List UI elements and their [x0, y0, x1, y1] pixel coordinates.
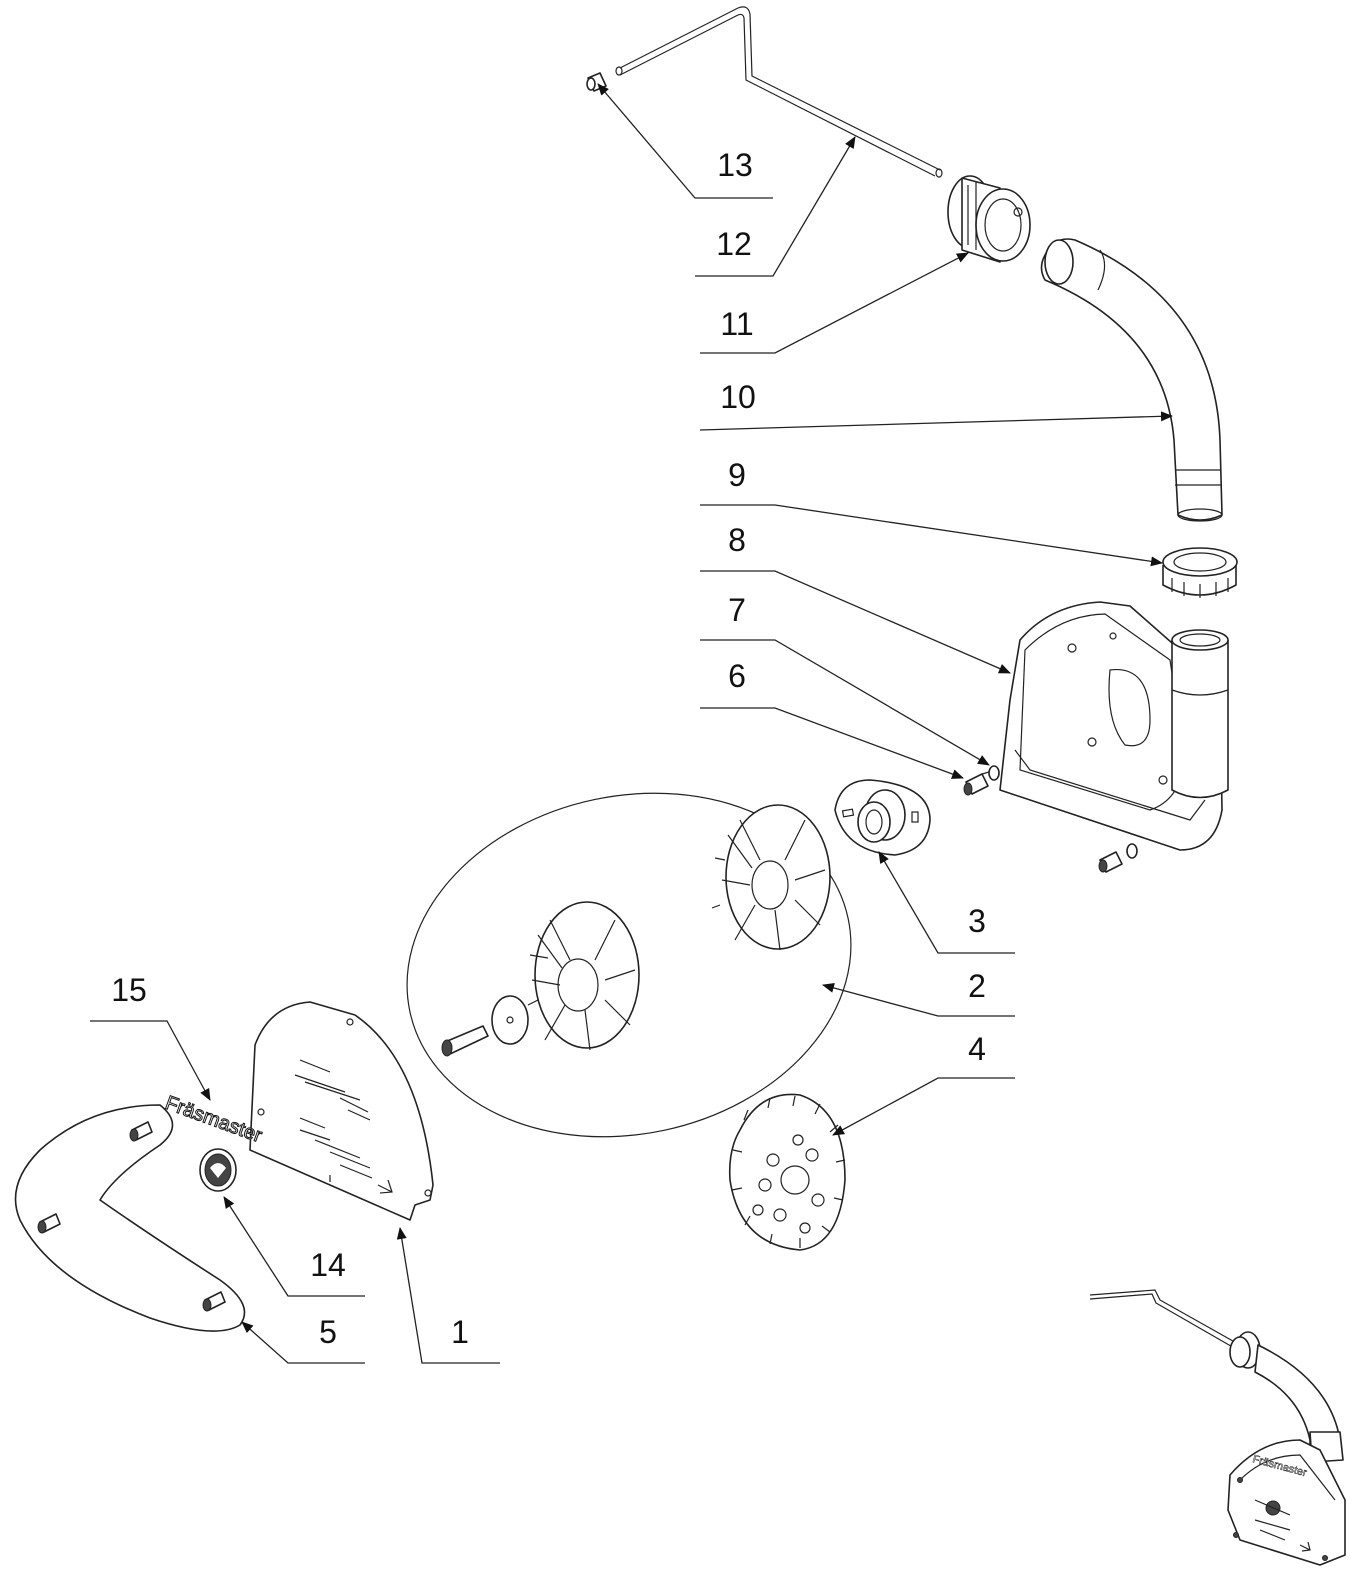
label-5: 5 — [319, 1314, 337, 1350]
label-13: 13 — [717, 147, 753, 183]
part-4-cutting-disc — [728, 1093, 846, 1251]
part-2-group — [406, 792, 852, 1138]
part-5-screw-left — [37, 1213, 61, 1234]
label-15: 15 — [111, 972, 147, 1008]
part-13-pin — [586, 72, 607, 92]
part-5-screw-top — [129, 1121, 153, 1142]
part-2-fan-upper — [711, 804, 831, 951]
part-8-housing — [999, 601, 1229, 851]
assembled-view-thumbnail: Fräsmaster — [1089, 1289, 1346, 1566]
label-4: 4 — [968, 1031, 986, 1067]
part-7-washer — [988, 765, 1000, 781]
label-7: 7 — [728, 592, 746, 628]
part-2-fan-lower — [527, 901, 640, 1051]
label-12: 12 — [716, 226, 752, 262]
label-2: 2 — [968, 968, 986, 1004]
part-14-badge — [199, 1148, 237, 1192]
label-6: 6 — [728, 658, 746, 694]
part-11-adapter — [947, 175, 1031, 263]
label-10: 10 — [720, 379, 756, 415]
extra-screw-and-washer — [1098, 843, 1138, 873]
part-9-nut — [1162, 547, 1238, 598]
part-15-brand-lettering: Fräsmaster — [162, 1092, 266, 1148]
label-11: 11 — [720, 306, 753, 342]
part-5-front-cover — [14, 1104, 246, 1332]
part-2-screw — [441, 1025, 489, 1057]
part-3-flange — [834, 779, 931, 856]
part-5-screw-bottom — [202, 1291, 226, 1312]
part-2-washer — [491, 995, 529, 1045]
label-9: 9 — [728, 457, 746, 493]
svg-text:Fräsmaster: Fräsmaster — [162, 1092, 265, 1147]
label-8: 8 — [728, 522, 746, 558]
part-12-handle-rod — [615, 6, 943, 178]
part-10-curved-hose — [1040, 238, 1223, 522]
part-1-plate — [249, 1001, 434, 1221]
label-3: 3 — [968, 903, 986, 939]
label-1: 1 — [451, 1314, 469, 1350]
label-14: 14 — [310, 1247, 346, 1283]
